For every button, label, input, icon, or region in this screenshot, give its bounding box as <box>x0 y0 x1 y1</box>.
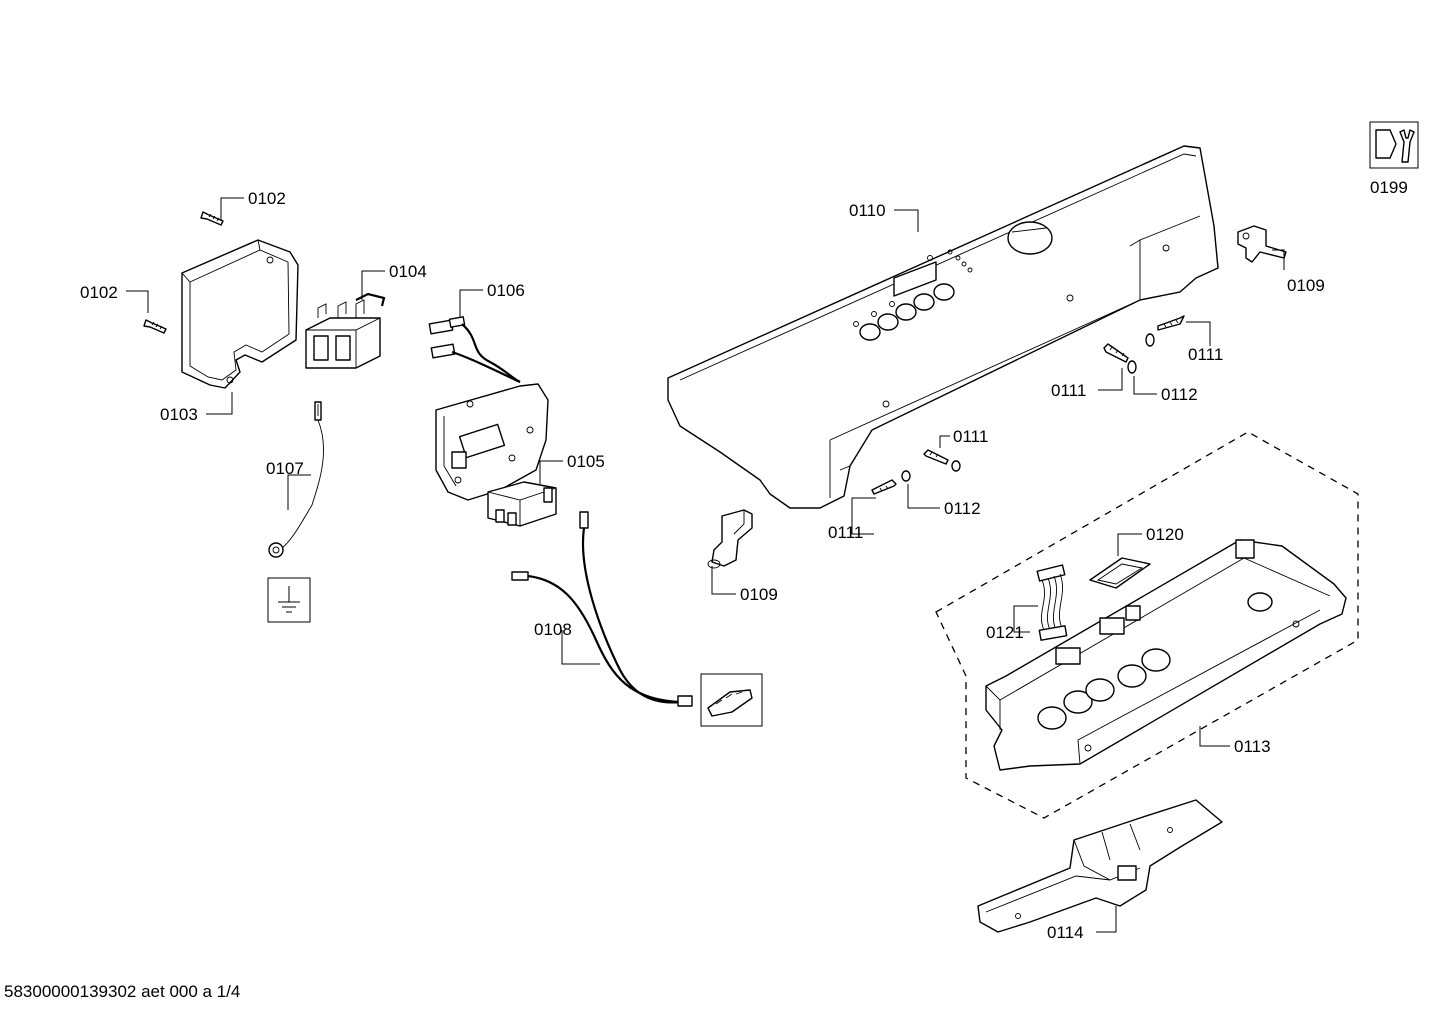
label-0112-b: 0112 <box>944 499 981 518</box>
label-0113: 0113 <box>1234 737 1271 756</box>
label-0103: 0103 <box>160 405 198 424</box>
label-0111-d: 0111 <box>828 523 863 542</box>
label-0109-left: 0109 <box>740 585 778 604</box>
label-0111-a: 0111 <box>1188 345 1223 364</box>
label-0112-a: 0112 <box>1161 385 1198 404</box>
label-0102-top: 0102 <box>248 189 286 208</box>
screw-0111-b <box>1103 343 1129 363</box>
label-0102-left: 0102 <box>80 283 118 302</box>
ribbon-connector-0121 <box>1036 564 1068 641</box>
ground-symbol-icon <box>267 577 311 623</box>
label-0199: 0199 <box>1370 178 1408 197</box>
screw-0111-a <box>1157 315 1185 331</box>
mounting-plate <box>435 383 549 501</box>
screw-0102-top <box>200 211 224 226</box>
screw-0102-left <box>143 319 167 334</box>
holder-bracket-0114 <box>977 799 1223 933</box>
control-panel-fascia-0110 <box>667 145 1219 509</box>
clip-0109-right <box>1237 225 1287 263</box>
screw-0111-c <box>923 449 949 465</box>
label-0120: 0120 <box>1146 525 1184 544</box>
label-0111-c: 0111 <box>953 427 988 446</box>
relay-block-0104 <box>305 292 386 369</box>
label-0109-right: 0109 <box>1287 276 1325 295</box>
label-0110: 0110 <box>849 201 886 220</box>
earth-lead-0107 <box>268 401 324 558</box>
label-0111-b: 0111 <box>1051 381 1086 400</box>
relay-0105 <box>487 481 557 527</box>
label-0107: 0107 <box>266 459 304 478</box>
clip-0109-left <box>707 509 753 569</box>
service-kit-icon <box>1369 121 1419 169</box>
document-reference-footer: 58300000139302 aet 000 a 1/4 <box>4 982 241 1001</box>
electronic-module-0113 <box>985 539 1347 771</box>
cover-box-0103 <box>181 239 299 389</box>
cable-harness-0108 <box>511 511 693 707</box>
cable-0106 <box>428 316 521 383</box>
washer-0112-b <box>901 460 961 482</box>
label-0106: 0106 <box>487 281 525 300</box>
screw-0111-d <box>871 479 897 495</box>
module-outline-0113 <box>935 431 1359 819</box>
label-0108: 0108 <box>534 620 572 639</box>
connector-plug-icon <box>700 673 763 727</box>
label-0121: 0121 <box>986 623 1024 642</box>
label-0104: 0104 <box>389 262 427 281</box>
display-window-0120 <box>1089 557 1151 589</box>
label-0114: 0114 <box>1047 923 1084 942</box>
washer-0112-a <box>1127 333 1155 374</box>
label-0105: 0105 <box>567 452 605 471</box>
